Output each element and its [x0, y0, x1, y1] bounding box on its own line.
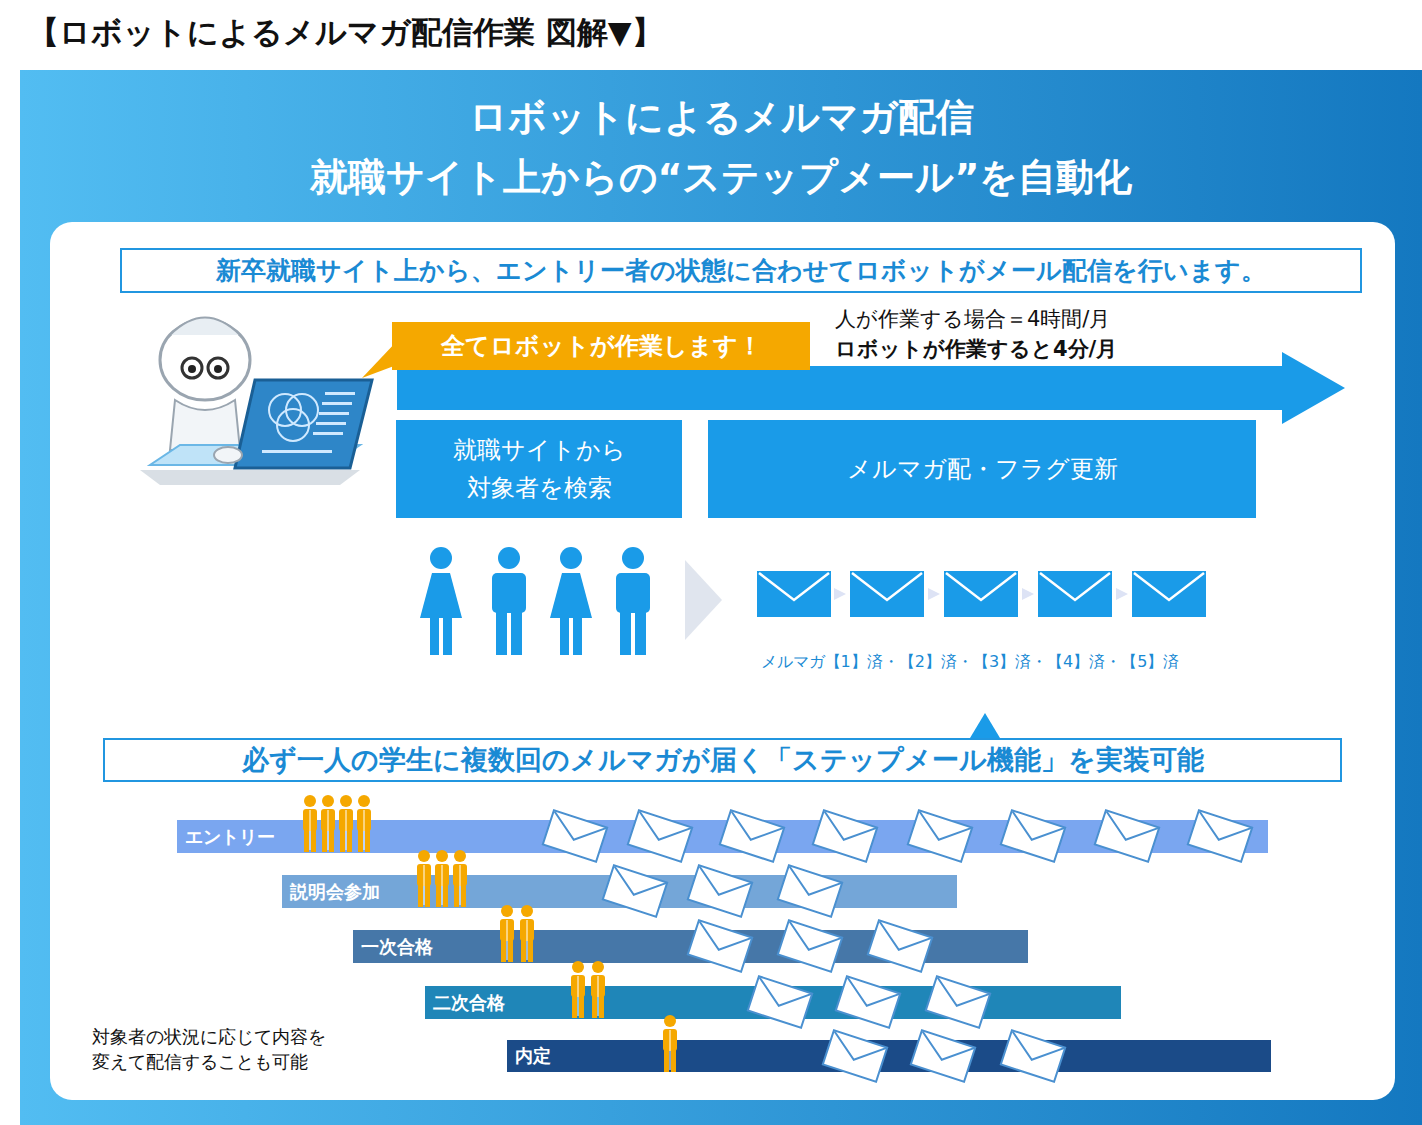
node-text: 全てロボットが作業します！ — [441, 330, 762, 362]
node-text: 一次合格 — [361, 935, 433, 959]
header-panel: ロボットによるメルマガ配信就職サイト上からの“ステップメール”を自動化新卒就職サ… — [20, 70, 1422, 1125]
stage-band: 二次合格 — [425, 986, 1121, 1019]
node-text: 就職サイト上からの“ステップメール”を自動化 — [20, 152, 1422, 203]
note-text: ロボットが作業すると4分/月 — [835, 335, 1117, 363]
stage-band: 一次合格 — [353, 930, 1028, 963]
note-text: 人が作業する場合＝4時間/月 — [835, 305, 1110, 333]
stage-band: 内定 — [507, 1040, 1271, 1072]
status-text: メルマガ【1】済・【2】済・【3】済・【4】済・【5】済 — [705, 652, 1235, 673]
node-text: 必ず一人の学生に複数回のメルマガが届く「ステップメール機能」を実装可能 — [242, 742, 1204, 778]
node-text: 説明会参加 — [290, 880, 380, 904]
process-box: 就職サイトから 対象者を検索 — [396, 420, 682, 518]
node-text: 就職サイトから 対象者を検索 — [443, 431, 635, 508]
node-text: 内定 — [515, 1044, 551, 1068]
note-text: 対象者の状況に応じて内容を 変えて配信することも可能 — [92, 1024, 335, 1074]
process-box: メルマガ配・フラグ更新 — [708, 420, 1256, 518]
node-text: エントリー — [185, 825, 275, 849]
node-text: 新卒就職サイト上から、エントリー者の状態に合わせてロボットがメール配信を行います… — [216, 254, 1266, 287]
node-text: ロボットによるメルマガ配信 — [20, 92, 1422, 143]
page-title: 【ロボットによるメルマガ配信作業 図解▼】 — [28, 12, 663, 54]
intro-box: 新卒就職サイト上から、エントリー者の状態に合わせてロボットがメール配信を行います… — [120, 248, 1362, 293]
callout-box: 全てロボットが作業します！ — [392, 322, 810, 370]
feature-box: 必ず一人の学生に複数回のメルマガが届く「ステップメール機能」を実装可能 — [103, 738, 1342, 782]
node-text: メルマガ配・フラグ更新 — [847, 453, 1118, 485]
stage-band: エントリー — [177, 820, 1268, 853]
stage-band: 説明会参加 — [282, 875, 957, 908]
node-text: 二次合格 — [433, 991, 505, 1015]
